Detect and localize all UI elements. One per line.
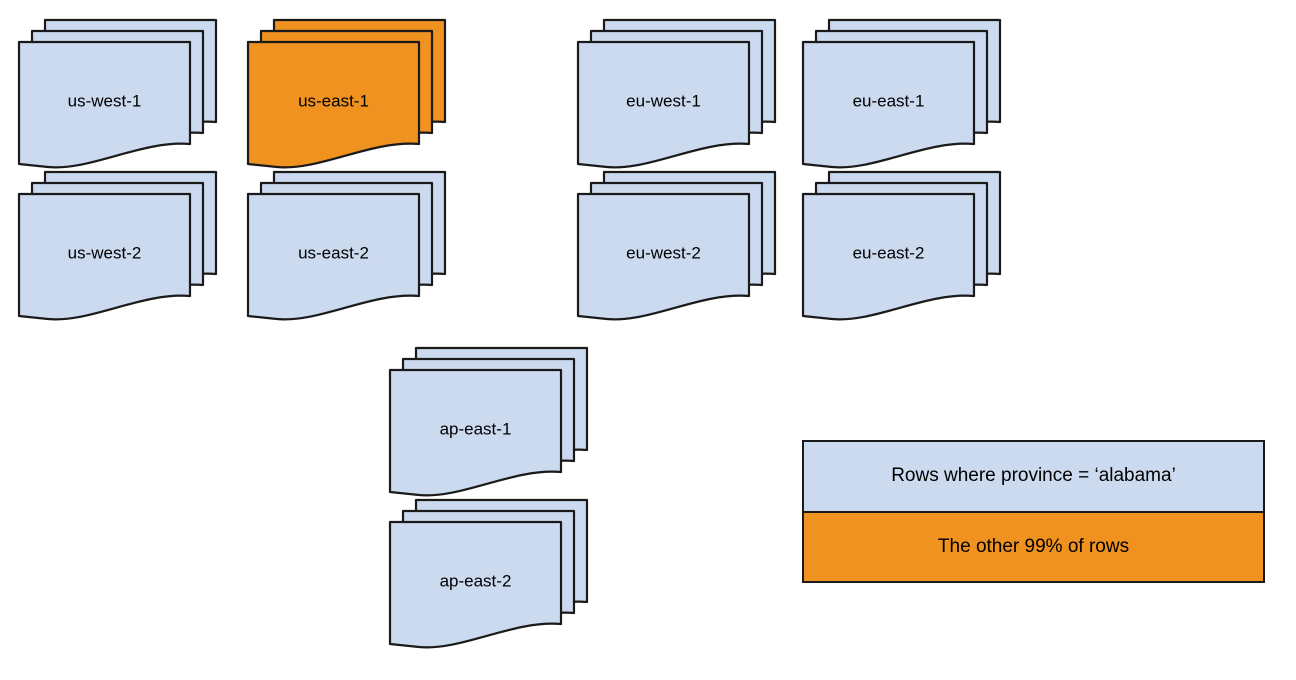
document-shape-icon [801, 40, 976, 169]
document-shape-icon [576, 40, 751, 169]
legend-row-orange: The other 99% of rows [804, 512, 1263, 581]
region-stack-ap-east-2[interactable]: ap-east-2 [388, 498, 604, 660]
document-sheet [576, 192, 751, 321]
document-shape-icon [17, 40, 192, 169]
region-stack-label: eu-east-1 [853, 91, 925, 110]
document-shape-icon [17, 192, 192, 321]
region-stack-us-west-1[interactable]: us-west-1 [17, 18, 233, 180]
document-sheet [801, 192, 976, 321]
region-stack-label: us-west-2 [68, 243, 142, 262]
region-stack-us-west-2[interactable]: us-west-2 [17, 170, 233, 332]
region-stack-label: us-east-1 [298, 91, 369, 110]
document-shape-icon [801, 192, 976, 321]
region-stack-eu-west-2[interactable]: eu-west-2 [576, 170, 792, 332]
region-stack-label: us-west-1 [68, 91, 142, 110]
region-stack-label: eu-west-2 [626, 243, 701, 262]
document-sheet [17, 40, 192, 169]
legend-box: Rows where province = ‘alabama’ The othe… [802, 440, 1265, 583]
document-sheet [246, 40, 421, 169]
region-stack-label: eu-east-2 [853, 243, 925, 262]
document-shape-icon [388, 520, 563, 649]
legend-row-blue: Rows where province = ‘alabama’ [804, 442, 1263, 513]
region-stack-label: ap-east-2 [440, 571, 512, 590]
region-stack-eu-east-1[interactable]: eu-east-1 [801, 18, 1017, 180]
document-sheet [388, 368, 563, 497]
region-stack-us-east-1[interactable]: us-east-1 [246, 18, 462, 180]
document-sheet [17, 192, 192, 321]
document-sheet [576, 40, 751, 169]
region-stack-label: us-east-2 [298, 243, 369, 262]
document-sheet [246, 192, 421, 321]
legend-label-blue: Rows where province = ‘alabama’ [891, 465, 1176, 487]
region-stack-label: ap-east-1 [440, 419, 512, 438]
document-shape-icon [246, 192, 421, 321]
region-stack-us-east-2[interactable]: us-east-2 [246, 170, 462, 332]
document-shape-icon [576, 192, 751, 321]
document-shape-icon [388, 368, 563, 497]
region-stack-label: eu-west-1 [626, 91, 701, 110]
region-stack-eu-east-2[interactable]: eu-east-2 [801, 170, 1017, 332]
region-stack-eu-west-1[interactable]: eu-west-1 [576, 18, 792, 180]
document-sheet [801, 40, 976, 169]
document-shape-icon [246, 40, 421, 169]
region-stack-ap-east-1[interactable]: ap-east-1 [388, 346, 604, 508]
legend-label-orange: The other 99% of rows [937, 535, 1130, 557]
document-sheet [388, 520, 563, 649]
